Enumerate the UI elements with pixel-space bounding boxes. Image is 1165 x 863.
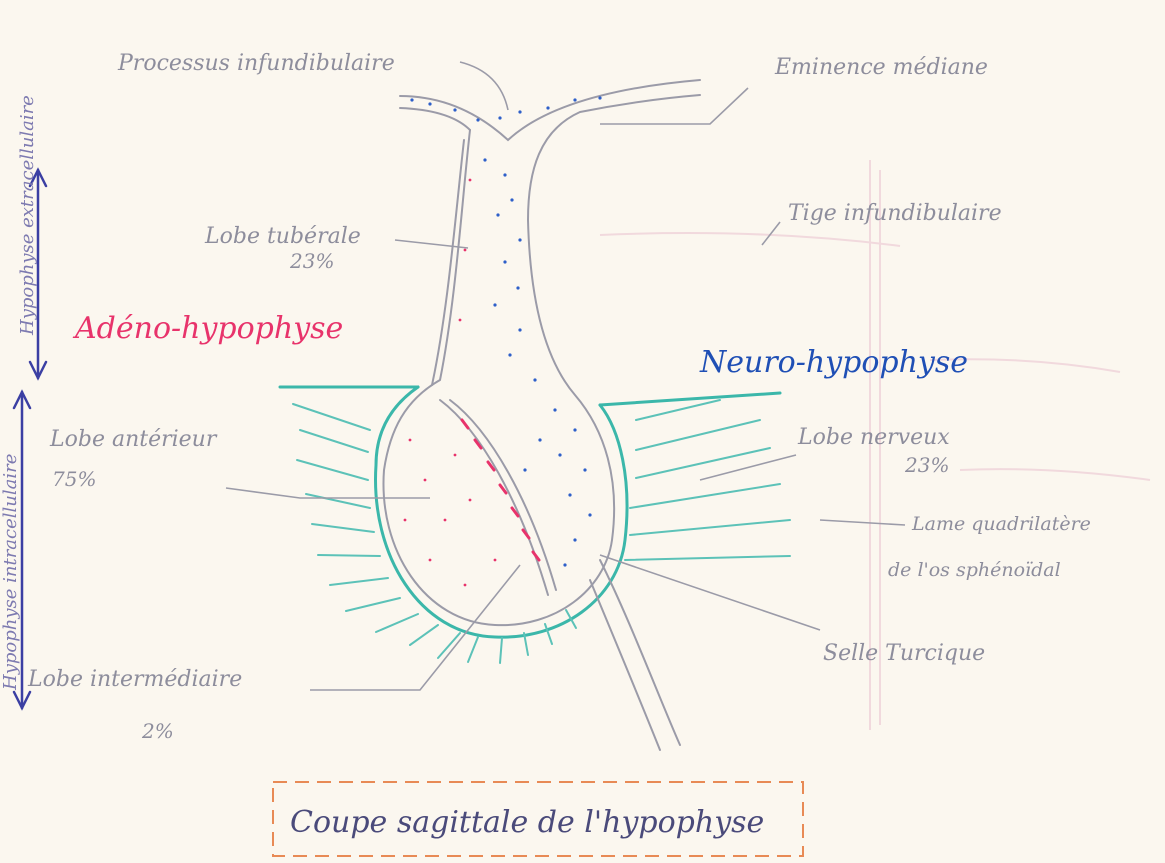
label-lobe-tuberal: Lobe tubérale: [204, 224, 361, 249]
label-lobe-intermediaire: Lobe intermédiaire: [27, 667, 242, 692]
side-label-upper: Hypophyse extracellulaire: [17, 95, 38, 336]
label-os-sphenoidal: de l'os sphénoïdal: [888, 559, 1061, 581]
label-eminence-mediane: Eminence médiane: [774, 55, 988, 80]
label-lame-quadrilatere: Lame quadrilatère: [911, 513, 1091, 535]
label-tige-infundibulaire: Tige infundibulaire: [788, 201, 1002, 226]
intermediate-lobe-dashes: [462, 420, 539, 560]
adeno-stippling: [404, 179, 497, 587]
diagram-title: Coupe sagittale de l'hypophyse: [290, 805, 764, 840]
label-lobe-nerveux: Lobe nerveux: [797, 425, 950, 450]
label-lobe-nerveux-pct: 23%: [904, 453, 949, 477]
bone-hatching-left: [293, 404, 478, 662]
pituitary-outline: [383, 80, 700, 750]
neuro-stippling: [410, 96, 601, 566]
label-lobe-anterieur: Lobe antérieur: [49, 427, 218, 452]
label-processus-infundibulaire: Processus infundibulaire: [117, 51, 395, 76]
label-lobe-anterieur-pct: 75%: [52, 467, 96, 491]
label-selle-turcique: Selle Turcique: [823, 641, 985, 666]
label-adeno-hypophyse: Adéno-hypophyse: [72, 311, 343, 346]
bone-hatching-right: [500, 400, 790, 663]
side-label-lower: Hypophyse intracellulaire: [0, 454, 21, 691]
label-neuro-hypophyse: Neuro-hypophyse: [699, 345, 968, 380]
label-lobe-intermediaire-pct: 2%: [141, 719, 174, 743]
label-lobe-tuberal-pct: 23%: [289, 249, 334, 273]
